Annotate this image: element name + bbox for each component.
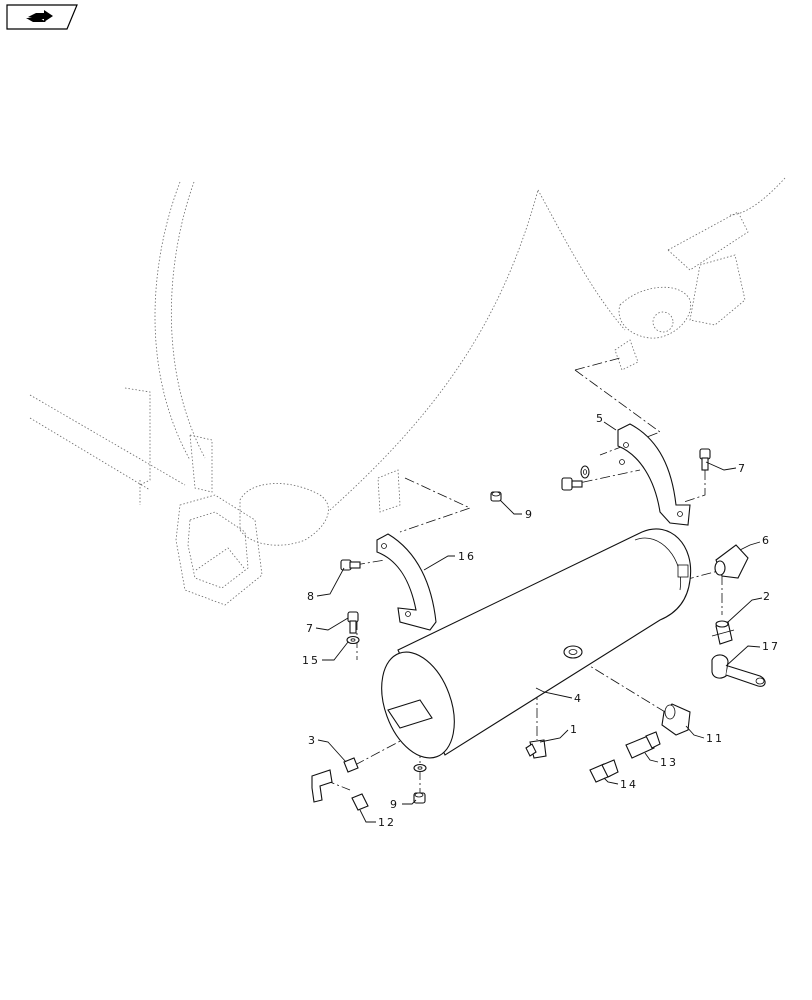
callout-9-lower: 9 [390, 798, 399, 811]
fitting-12 [351, 793, 369, 811]
callout-1: 1 [570, 723, 579, 736]
callout-3: 3 [308, 734, 317, 747]
callout-11: 11 [706, 732, 724, 745]
drain-17 [711, 654, 766, 687]
upper-nut [490, 491, 502, 502]
nav-badge[interactable] [6, 4, 78, 30]
fitting-11 [661, 703, 691, 736]
tee-fitting [311, 769, 333, 803]
fitting-13 [625, 731, 661, 759]
callout-13: 13 [660, 756, 678, 769]
fitting-2 [711, 620, 735, 645]
valve-6 [714, 544, 749, 579]
fitting-1 [525, 739, 547, 759]
ghost-structure [29, 177, 786, 606]
callout-2: 2 [763, 590, 772, 603]
lower-washer [413, 763, 427, 773]
callout-9-upper: 9 [525, 508, 534, 521]
callout-7-lower: 7 [306, 622, 315, 635]
upper-bracket [617, 423, 691, 526]
left-fasteners [340, 559, 361, 645]
fitting-3 [343, 757, 359, 773]
callout-6: 6 [762, 534, 771, 547]
leader-lines [315, 421, 763, 823]
fitting-14 [589, 759, 619, 783]
callout-17: 17 [762, 640, 780, 653]
callout-8: 8 [307, 590, 316, 603]
callout-14: 14 [620, 778, 638, 791]
upper-bolt-washer [561, 465, 590, 491]
lower-bracket [376, 533, 437, 631]
callout-15: 15 [302, 654, 320, 667]
callout-5: 5 [596, 412, 605, 425]
callout-12: 12 [378, 816, 396, 829]
air-tank [381, 528, 692, 759]
callout-7-upper: 7 [738, 462, 747, 475]
bolt-upper-right [699, 448, 711, 471]
callout-16: 16 [458, 550, 476, 563]
lower-nut [413, 792, 426, 804]
arrow-right-icon [26, 10, 53, 22]
callout-4: 4 [574, 692, 583, 705]
callout-labels: 1 2 3 4 5 6 7 7 8 9 9 11 12 13 14 15 16 … [302, 412, 780, 829]
